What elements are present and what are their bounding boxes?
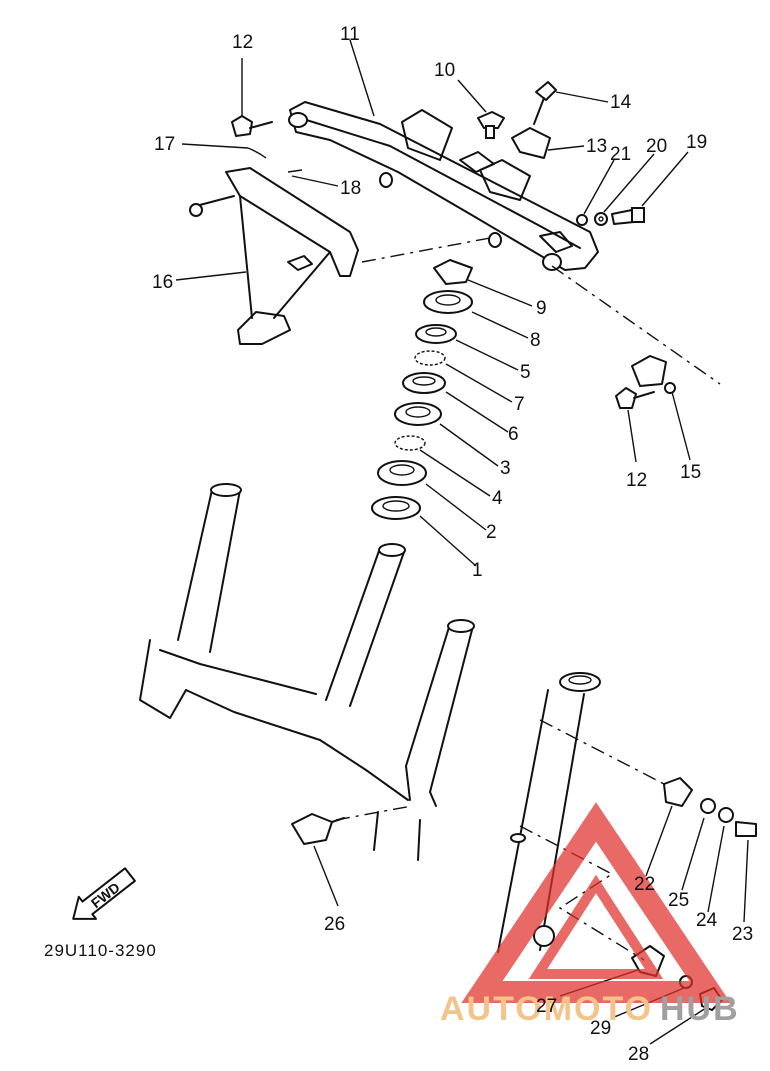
callout-4: 4	[492, 488, 503, 509]
callout-17: 17	[154, 134, 175, 155]
callout-11: 11	[340, 24, 360, 45]
center-lines	[335, 237, 721, 961]
leader-lines	[175, 39, 749, 1045]
callout-29: 29	[590, 1018, 611, 1039]
clamp-22	[663, 777, 693, 807]
callout-2: 2	[486, 522, 497, 543]
callout-26: 26	[324, 914, 345, 935]
watermark-hub: HUB	[660, 990, 740, 1028]
callout-14: 14	[610, 92, 632, 113]
callout-8: 8	[530, 330, 541, 351]
callout-12a: 12	[232, 32, 253, 53]
callout-19: 19	[686, 132, 707, 153]
clip-17	[247, 147, 267, 159]
front-fork	[497, 672, 601, 953]
callout-22: 22	[634, 874, 655, 895]
mount-15	[631, 355, 676, 394]
callout-13: 13	[586, 136, 607, 157]
bolt-10	[477, 111, 505, 139]
callout-10: 10	[434, 60, 455, 81]
fwd-label: FWD	[88, 879, 123, 911]
bolt-12-top	[231, 115, 273, 137]
cap-13	[511, 127, 551, 159]
frame	[139, 483, 475, 861]
watermark-logo	[461, 802, 731, 1003]
callouts: 12 11 10 14 17 13 21 20 19 18 16 9 8 5 7…	[152, 24, 753, 1065]
watermark-auto: AUTOMOTO	[440, 990, 653, 1028]
callout-7: 7	[514, 394, 525, 415]
bolt-12-right	[615, 387, 655, 409]
bracket-26	[291, 813, 345, 845]
callout-24: 24	[696, 910, 718, 931]
callout-15: 15	[680, 462, 701, 483]
fwd-arrow: FWD	[72, 867, 136, 920]
bearing-stack	[371, 259, 473, 520]
callout-25: 25	[668, 890, 689, 911]
upper-bracket	[288, 101, 599, 271]
callout-9: 9	[536, 298, 547, 319]
bolt-washer-set	[576, 207, 645, 226]
band-18	[287, 169, 303, 173]
callout-5: 5	[520, 362, 531, 383]
callout-18: 18	[340, 178, 361, 199]
callout-16: 16	[152, 272, 173, 293]
callout-23: 23	[732, 924, 753, 945]
callout-27: 27	[536, 996, 557, 1017]
callout-20: 20	[646, 136, 667, 157]
part-code: 29U110-3290	[44, 941, 157, 960]
stay-16	[189, 167, 359, 345]
callout-3: 3	[500, 458, 511, 479]
callout-21: 21	[610, 144, 631, 165]
callout-28: 28	[628, 1044, 649, 1065]
washer-set-23-25	[700, 798, 757, 837]
callout-6: 6	[508, 424, 519, 445]
callout-12b: 12	[626, 470, 647, 491]
callout-1: 1	[472, 560, 483, 581]
bolt-14	[533, 81, 557, 125]
